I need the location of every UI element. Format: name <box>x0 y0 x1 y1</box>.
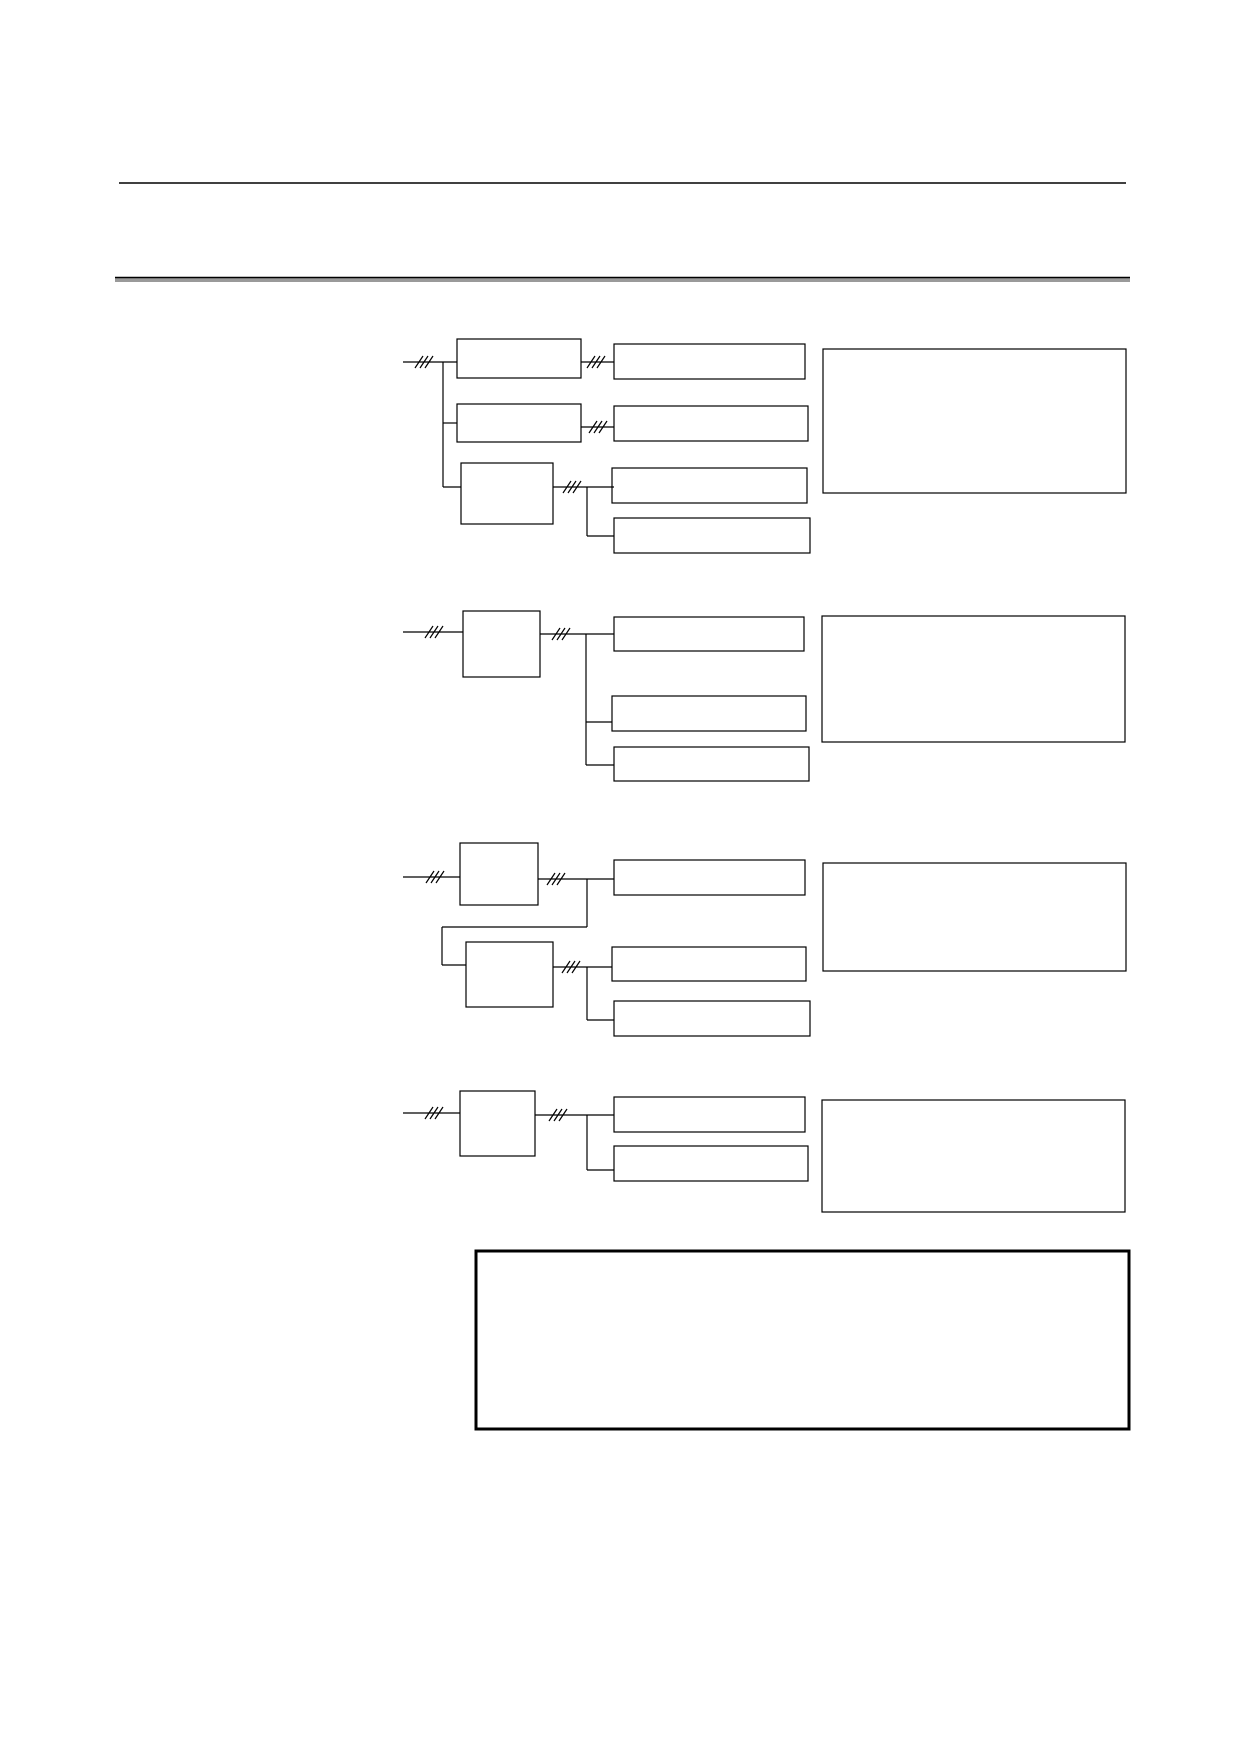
g1-output-1 <box>613 343 806 380</box>
g1-output-3a <box>611 467 808 504</box>
g4-device-1 <box>459 1090 536 1157</box>
g1-output-2 <box>613 405 809 442</box>
hash-mark <box>548 1108 568 1122</box>
notice-box <box>474 1249 1131 1431</box>
g2-device-1 <box>462 610 541 678</box>
g4-output-1 <box>613 1096 806 1133</box>
g3-output-2b <box>613 1000 811 1037</box>
g3-output-1 <box>613 859 806 896</box>
g1-output-3b <box>613 517 811 554</box>
hash-mark <box>424 1106 444 1120</box>
hash-mark <box>546 872 566 886</box>
group-4 <box>403 1090 1126 1213</box>
g3-device-1 <box>459 842 539 906</box>
g4-note-box <box>821 1099 1126 1213</box>
g1-note-box <box>822 348 1127 494</box>
g2-output-1 <box>613 616 805 652</box>
hash-mark <box>424 625 444 639</box>
g3-note-box <box>822 862 1127 972</box>
hash-mark <box>414 355 434 369</box>
g3-device-2 <box>465 941 554 1008</box>
hash-mark <box>561 960 581 974</box>
g2-output-3 <box>613 746 810 782</box>
group-1 <box>403 338 1127 554</box>
hash-mark <box>425 870 445 884</box>
g1-device-3 <box>460 462 554 525</box>
g1-device-2 <box>456 403 582 443</box>
hash-mark <box>586 355 606 369</box>
g2-note-box <box>821 615 1126 743</box>
g1-device-1 <box>456 338 582 379</box>
hash-mark <box>551 627 571 641</box>
section-rule-shadow <box>115 278 1130 282</box>
hash-mark <box>562 480 582 494</box>
g3-output-2a <box>611 946 807 982</box>
g2-output-2 <box>611 695 807 732</box>
cable-hash-marks <box>414 355 608 1122</box>
g4-output-2 <box>613 1145 809 1182</box>
group-3 <box>403 842 1127 1037</box>
hash-mark <box>588 420 608 434</box>
group-2 <box>403 610 1126 782</box>
